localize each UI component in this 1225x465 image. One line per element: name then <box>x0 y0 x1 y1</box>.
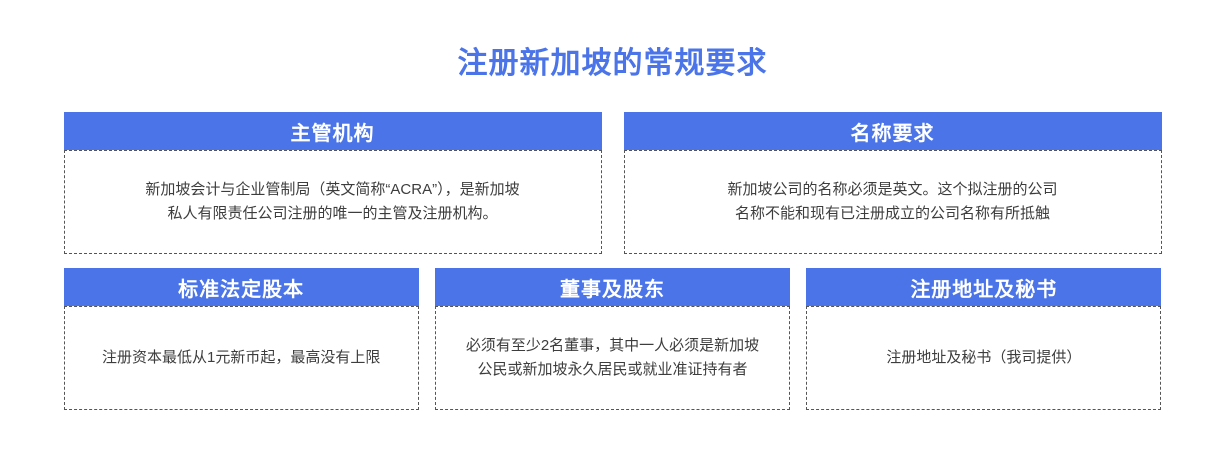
card-row-bottom: 标准法定股本 注册资本最低从1元新币起，最高没有上限 董事及股东 必须有至少2名… <box>63 268 1162 410</box>
card-registered-address-secretary-header: 注册地址及秘书 <box>806 268 1162 306</box>
card-authority-body: 新加坡会计与企业管制局（英文简称“ACRA”），是新加坡 私人有限责任公司注册的… <box>63 150 602 254</box>
card-name-requirements-body-line: 新加坡公司的名称必须是英文。这个拟注册的公司 <box>727 181 1058 198</box>
card-directors-shareholders-header: 董事及股东 <box>434 268 791 306</box>
card-standard-share-capital-header: 标准法定股本 <box>63 268 419 306</box>
card-directors-shareholders-title: 董事及股东 <box>559 278 665 301</box>
cards-container: 主管机构 新加坡会计与企业管制局（英文简称“ACRA”），是新加坡 私人有限责任… <box>63 112 1162 410</box>
card-directors-shareholders-body: 必须有至少2名董事，其中一人必须是新加坡 公民或新加坡永久居民或就业准证持有者 <box>434 306 791 410</box>
card-name-requirements-header: 名称要求 <box>623 112 1162 150</box>
card-registered-address-secretary-body-line: 注册地址及秘书（我司提供） <box>886 349 1082 366</box>
page-title: 注册新加坡的常规要求 <box>457 47 768 80</box>
card-authority-header: 主管机构 <box>63 112 602 150</box>
card-registered-address-secretary-body: 注册地址及秘书（我司提供） <box>806 306 1162 410</box>
card-registered-address-secretary-title: 注册地址及秘书 <box>910 278 1058 301</box>
card-directors-shareholders-body-line: 必须有至少2名董事，其中一人必须是新加坡 <box>465 337 760 354</box>
card-name-requirements-title: 名称要求 <box>850 122 935 145</box>
card-directors-shareholders-body-line: 公民或新加坡永久居民或就业准证持有者 <box>477 361 748 378</box>
card-standard-share-capital: 标准法定股本 注册资本最低从1元新币起，最高没有上限 <box>63 268 419 410</box>
card-standard-share-capital-title: 标准法定股本 <box>178 278 305 301</box>
card-authority-body-line: 新加坡会计与企业管制局（英文简称“ACRA”），是新加坡 <box>145 181 520 198</box>
card-authority-body-line: 私人有限责任公司注册的唯一的主管及注册机构。 <box>167 205 498 222</box>
card-registered-address-secretary: 注册地址及秘书 注册地址及秘书（我司提供） <box>806 268 1162 410</box>
card-standard-share-capital-body: 注册资本最低从1元新币起，最高没有上限 <box>63 306 419 410</box>
card-name-requirements-body-line: 名称不能和现有已注册成立的公司名称有所抵触 <box>734 205 1050 222</box>
card-name-requirements: 名称要求 新加坡公司的名称必须是英文。这个拟注册的公司 名称不能和现有已注册成立… <box>623 112 1162 254</box>
card-authority-title: 主管机构 <box>290 122 375 145</box>
card-directors-shareholders: 董事及股东 必须有至少2名董事，其中一人必须是新加坡 公民或新加坡永久居民或就业… <box>434 268 791 410</box>
card-standard-share-capital-body-line: 注册资本最低从1元新币起，最高没有上限 <box>101 349 381 366</box>
card-name-requirements-body: 新加坡公司的名称必须是英文。这个拟注册的公司 名称不能和现有已注册成立的公司名称… <box>623 150 1162 254</box>
card-authority: 主管机构 新加坡会计与企业管制局（英文简称“ACRA”），是新加坡 私人有限责任… <box>63 112 602 254</box>
card-row-top: 主管机构 新加坡会计与企业管制局（英文简称“ACRA”），是新加坡 私人有限责任… <box>63 112 1162 254</box>
